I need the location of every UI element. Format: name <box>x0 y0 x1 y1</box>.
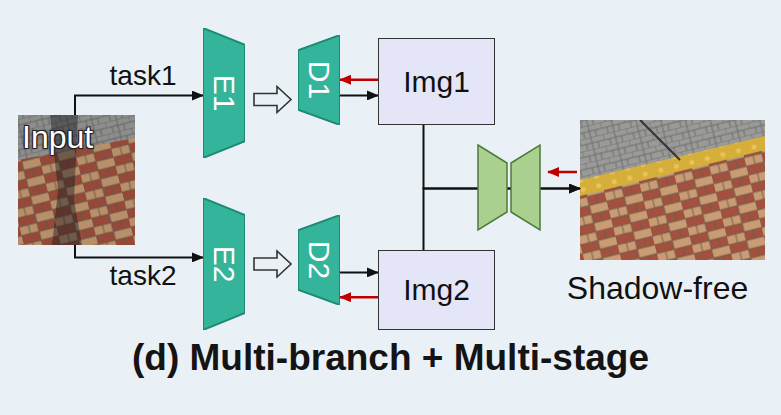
block-label: E1 <box>209 75 239 112</box>
decoder-block: D2 <box>298 215 340 305</box>
block-label: E2 <box>209 246 239 283</box>
input-image: Input <box>18 115 135 245</box>
decoder-block: D1 <box>298 35 340 125</box>
image-box: Img1 <box>378 38 495 125</box>
block-label: D1 <box>304 61 334 99</box>
trapezoid <box>298 215 340 305</box>
node-label: Input <box>22 121 93 153</box>
loss-arrow <box>548 171 577 174</box>
feedback-arrow <box>340 79 378 82</box>
feedback-arrow <box>340 296 378 299</box>
edge-label: task1 <box>110 62 177 90</box>
hollow-arrow <box>254 251 291 277</box>
figure-caption: (d) Multi-branch + Multi-stage <box>0 338 781 379</box>
node-label: Img1 <box>403 67 470 97</box>
flow-arrow <box>340 94 378 96</box>
edge-label: task2 <box>110 262 177 290</box>
shadow-free-photo <box>580 120 765 260</box>
hollow-arrow <box>254 87 291 113</box>
input-photo <box>18 115 135 245</box>
output-image: Shadow-free <box>580 120 765 260</box>
encoder-block: E1 <box>203 28 245 158</box>
image-box: Img2 <box>378 250 495 330</box>
flow-arrow <box>75 96 203 115</box>
flow-arrow <box>75 245 203 257</box>
network-decoder-half <box>511 145 540 230</box>
encoder-block: E2 <box>203 198 245 330</box>
block-label: D2 <box>304 241 334 279</box>
network-encoder-half <box>478 145 507 230</box>
trapezoid <box>203 198 245 330</box>
image-caption: Shadow-free <box>567 272 748 304</box>
trapezoid <box>203 28 245 158</box>
trapezoid <box>298 35 340 125</box>
node-label: Img2 <box>403 275 470 305</box>
flow-arrow <box>340 271 378 273</box>
